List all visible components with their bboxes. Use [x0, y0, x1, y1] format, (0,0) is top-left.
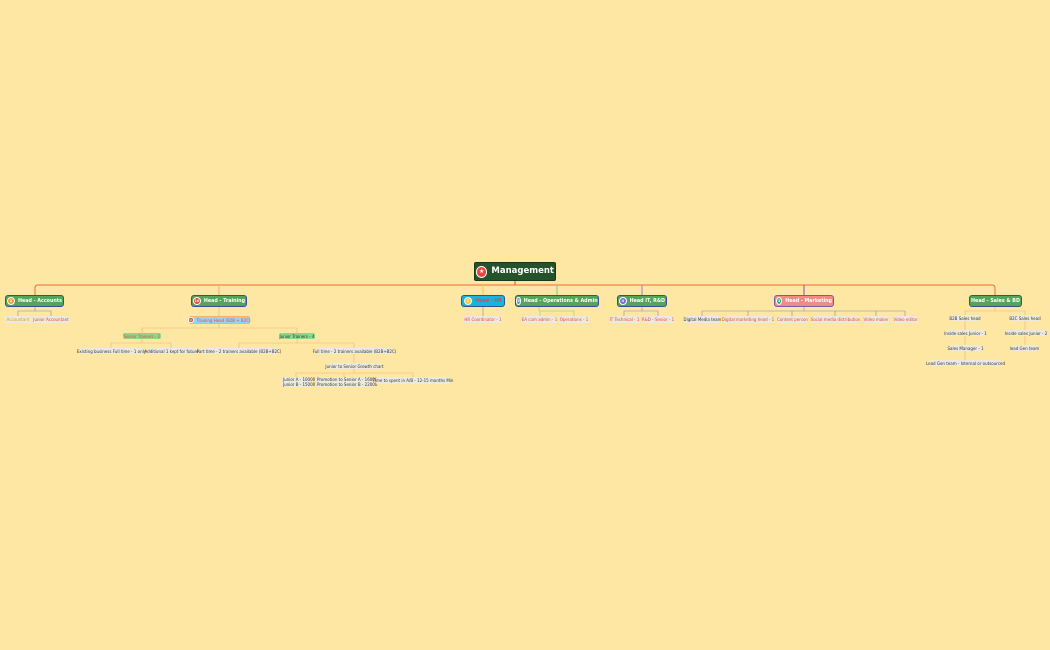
junior-a-text: Junior A - 10000: [283, 377, 316, 382]
star-icon: ★: [476, 265, 488, 278]
priority-10-icon: 10: [193, 297, 201, 305]
node-it-technical[interactable]: IT Technical - 1: [609, 316, 640, 323]
node-part-time[interactable]: Part time - 2 trainers available (B2B+B2…: [196, 348, 282, 354]
node-sales-manager[interactable]: Sales Manager - 1: [947, 345, 984, 351]
node-growth-chart[interactable]: Junior to Senior Growth chart: [325, 363, 384, 369]
priority-2-icon: 2: [7, 297, 16, 305]
node-label: Head - Accounts: [18, 298, 62, 304]
node-accountant[interactable]: Accountant: [5, 316, 31, 323]
node-label: Head - Marketing: [785, 298, 832, 304]
node-digital-media-team[interactable]: Digital Media team: [683, 316, 722, 323]
priority-1-icon: 1: [464, 297, 472, 305]
node-junior-accountant[interactable]: Junior Accountant: [32, 316, 70, 323]
root-label: Management: [491, 266, 554, 276]
priority-3-icon: 3: [776, 297, 783, 305]
node-existing-business[interactable]: Existing business Full time - 1 only: [76, 348, 147, 354]
node-digital-marketing-head[interactable]: Digital marketing head - 1: [721, 316, 775, 323]
node-hr-coordinator[interactable]: HR Coordinator - 1: [464, 316, 502, 323]
node-video-maker[interactable]: Video maker: [863, 316, 889, 323]
node-b2b-sales-head[interactable]: B2B Sales head: [949, 315, 981, 321]
node-content-person[interactable]: Content person: [777, 316, 808, 323]
node-video-editor[interactable]: Video editor: [893, 316, 918, 323]
node-junior-trainers[interactable]: Junior Trainers - 4: [279, 333, 315, 339]
node-rd-senior[interactable]: R&D - Senior - 1: [641, 316, 675, 323]
node-label: Training Head (B2B + B2C): [196, 317, 251, 323]
node-full-time[interactable]: Full time - 2 trainers available (B2B+B2…: [312, 348, 397, 354]
priority-11-icon: 11: [188, 317, 194, 323]
priority-4-icon: 4: [619, 297, 627, 305]
promo-b-text: Promotion to Senior B - 22000: [317, 382, 378, 387]
node-lead-gen-team[interactable]: lead Gen team: [1009, 345, 1040, 351]
node-label: Head - Sales & BD: [971, 298, 1020, 304]
node-additional-trainer[interactable]: Additional 1 kept for future: [144, 348, 199, 354]
node-label: Head - Training: [203, 298, 245, 304]
node-inside-sales-2[interactable]: Inside sales Junior - 2: [1004, 330, 1048, 336]
node-inside-sales-1[interactable]: Inside sales Junior - 1: [944, 330, 987, 336]
node-b2c-sales-head[interactable]: B2C Sales head: [1009, 315, 1041, 321]
node-senior-trainers[interactable]: Senior Trainers - 2: [123, 333, 161, 339]
junior-b-text: Junior B - 15000: [283, 382, 316, 387]
node-social-media[interactable]: Social media distribution: [810, 316, 861, 323]
node-label: Head - HR: [475, 298, 502, 304]
node-time-to-spend[interactable]: Time to spent in A/B - 12-15 months Min: [372, 377, 454, 384]
node-label: Head - Operations & Admin: [523, 298, 598, 304]
promo-a-text: Promotion to Senior A - 16000: [317, 377, 378, 382]
root-node-management[interactable]: ★ Management: [474, 262, 556, 281]
node-lead-gen-internal[interactable]: Lead Gen team - Internal or outsourced: [925, 360, 1006, 366]
node-operations[interactable]: Operations - 1: [559, 316, 589, 323]
node-ea-admin[interactable]: EA cum admin - 1: [521, 316, 558, 323]
node-head-sales[interactable]: Head - Sales & BD: [969, 295, 1022, 307]
node-label: Head IT, R&D: [629, 298, 665, 304]
priority-5-icon: 5: [516, 297, 521, 305]
